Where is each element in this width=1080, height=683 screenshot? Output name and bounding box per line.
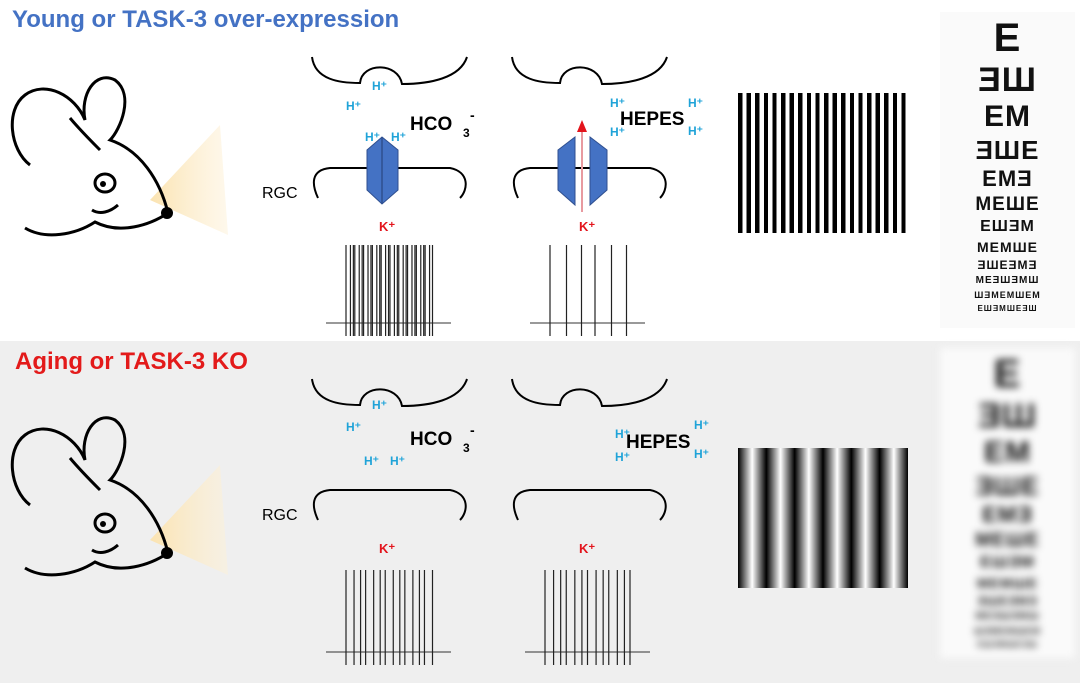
eye-chart-row: EMƎ: [982, 502, 1033, 527]
channel-left-half: [557, 135, 576, 207]
presynaptic-membrane: [511, 56, 668, 86]
mouse-ear-line: [68, 117, 102, 152]
eye-chart-row: E: [993, 352, 1022, 396]
potassium-label: K⁺: [379, 541, 395, 556]
proton-label: H⁺: [364, 454, 379, 468]
buffer-label: HCO: [410, 429, 452, 450]
mouse-pupil: [100, 521, 106, 527]
channel-right-half: [589, 135, 608, 207]
eye-chart-row: EMƎ: [982, 166, 1033, 191]
eye-chart-row: E: [993, 16, 1022, 60]
young-title: Young or TASK-3 over-expression: [12, 6, 400, 33]
eye-chart-row: MEƎШƎMШ: [975, 611, 1040, 622]
presynaptic-membrane: [511, 378, 668, 408]
k-efflux-arrow-icon: [577, 120, 587, 132]
proton-label: H⁺: [391, 130, 406, 144]
buffer-superscript: -: [470, 422, 475, 438]
eye-chart-row: EШƎM: [980, 218, 1035, 235]
mouse: [10, 76, 228, 237]
buffer-superscript: -: [470, 107, 475, 123]
eye-chart-row: ƎШ: [978, 397, 1037, 435]
potassium-label: K⁺: [579, 219, 595, 234]
rgc-membrane: [512, 489, 667, 521]
mouse-ear-line: [68, 457, 102, 492]
mouse-nose: [161, 547, 173, 559]
buffer-label: HEPES: [620, 109, 684, 130]
eye-chart-row: ШƎMEMШEM: [974, 626, 1041, 636]
buffer-subscript: 3: [463, 441, 470, 455]
eye-chart-row: MEШE: [975, 194, 1040, 215]
presynaptic-membrane: [311, 378, 468, 408]
proton-label: H⁺: [346, 99, 361, 113]
mouse-eye: [93, 512, 117, 534]
eye-chart-row: MEƎШƎMШ: [975, 275, 1040, 286]
rgc-label: RGC: [262, 507, 298, 524]
eye-chart-row: ƎШE: [975, 471, 1040, 501]
mouse-eye: [93, 172, 117, 194]
proton-label: H⁺: [390, 454, 405, 468]
aging-title: Aging or TASK-3 KO: [15, 348, 248, 375]
proton-label: H⁺: [688, 96, 703, 110]
mouse-mouth: [91, 543, 119, 554]
proton-label: H⁺: [610, 125, 625, 139]
proton-label: H⁺: [365, 130, 380, 144]
eye-chart-row: EШƎM: [980, 554, 1035, 571]
eye-chart-row: MEMШE: [976, 239, 1039, 255]
eye-chart-row: EM: [984, 100, 1031, 133]
proton-label: H⁺: [694, 418, 709, 432]
eye-chart-row: ƎШEƎMƎ: [977, 594, 1038, 608]
potassium-label: K⁺: [579, 541, 595, 556]
proton-label: H⁺: [372, 79, 387, 93]
eye-chart-row: ƎШ: [978, 61, 1037, 99]
buffer-subscript: 3: [463, 126, 470, 140]
mouse-mouth: [91, 203, 119, 214]
eye-chart-row: ƎШE: [975, 135, 1040, 165]
eye-chart-row: EM: [984, 436, 1031, 469]
eye-chart-row: ƎШEƎMƎ: [977, 258, 1038, 272]
blurred-grating: [738, 448, 908, 588]
eye-chart-row: MEШE: [975, 530, 1040, 551]
eye-chart-row: EШƎMШEƎШ: [977, 304, 1038, 313]
potassium-label: K⁺: [379, 219, 395, 234]
proton-label: H⁺: [694, 447, 709, 461]
mouse-nose: [161, 207, 173, 219]
rgc-membrane: [312, 489, 467, 521]
proton-label: H⁺: [346, 420, 361, 434]
proton-label: H⁺: [688, 124, 703, 138]
mouse-pupil: [100, 181, 106, 187]
mouse: [10, 416, 228, 577]
mouse-outline: [10, 416, 170, 577]
proton-label: H⁺: [372, 398, 387, 412]
eye-chart-row: MEMШE: [976, 575, 1039, 591]
light-beam: [150, 465, 228, 575]
proton-label: H⁺: [615, 427, 630, 441]
buffer-label: HEPES: [626, 432, 690, 453]
eye-chart-row: EШƎMШEƎШ: [977, 640, 1038, 649]
presynaptic-membrane: [311, 56, 468, 86]
sharp-grating: [738, 93, 910, 233]
mouse-outline: [10, 76, 170, 237]
proton-label: H⁺: [610, 96, 625, 110]
rgc-label: RGC: [262, 185, 298, 202]
eye-chart-row: ШƎMEMШEM: [974, 290, 1041, 300]
proton-label: H⁺: [615, 450, 630, 464]
light-beam: [150, 125, 228, 235]
buffer-label: HCO: [410, 114, 452, 135]
